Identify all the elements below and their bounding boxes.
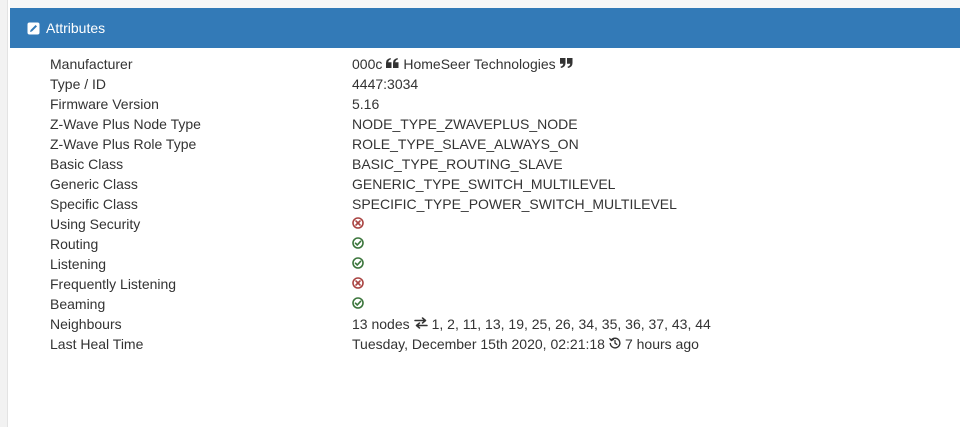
attr-row-specific-class: Specific Class SPECIFIC_TYPE_POWER_SWITC… [10,194,960,214]
panel-title: Attributes [46,20,106,36]
attr-label: Beaming [50,296,106,312]
manufacturer-name: HomeSeer Technologies [403,56,556,72]
panel-heading[interactable]: Attributes [10,8,960,48]
attr-label: Z-Wave Plus Role Type [50,136,197,152]
attributes-list: Manufacturer 000c HomeSeer Technologies [10,48,960,354]
attr-label: Last Heal Time [50,336,144,352]
attr-label: Using Security [50,216,141,232]
attr-label: Listening [50,256,107,272]
attr-label: Type / ID [50,76,107,92]
panel-top-gap [10,0,960,8]
history-icon [609,336,621,352]
attr-row-generic-class: Generic Class GENERIC_TYPE_SWITCH_MULTIL… [10,174,960,194]
attr-value [352,256,364,272]
attr-value: GENERIC_TYPE_SWITCH_MULTILEVEL [352,176,616,192]
attr-row-routing: Routing [10,234,960,254]
attr-label: Basic Class [50,156,124,172]
attr-row-neighbours: Neighbours 13 nodes 1, 2, 11, 13, 19, 25… [10,314,960,334]
attr-row-last-heal-time: Last Heal Time Tuesday, December 15th 20… [10,334,960,354]
attr-value: NODE_TYPE_ZWAVEPLUS_NODE [352,116,578,132]
quote-left-icon [386,56,399,72]
last-heal-ago: 7 hours ago [624,336,699,352]
check-circle-icon [352,236,364,252]
attr-value: 5.16 [352,96,380,112]
neighbour-count: 13 nodes [352,316,410,332]
manufacturer-id: 000c [352,56,383,72]
attr-row-listening: Listening [10,254,960,274]
x-circle-icon [352,276,364,292]
left-scroll-strip [0,0,8,427]
attr-row-basic-class: Basic Class BASIC_TYPE_ROUTING_SLAVE [10,154,960,174]
attr-label: Specific Class [50,196,138,212]
last-heal-date: Tuesday, December 15th 2020, 02:21:18 [352,336,605,352]
attr-row-zwave-plus-node-type: Z-Wave Plus Node Type NODE_TYPE_ZWAVEPLU… [10,114,960,134]
attr-label: Generic Class [50,176,138,192]
attr-value [352,296,364,312]
attr-value: 4447:3034 [352,76,419,92]
attr-label: Firmware Version [50,96,159,112]
exchange-icon [413,316,428,332]
edit-icon [27,22,40,35]
attr-value: BASIC_TYPE_ROUTING_SLAVE [352,156,563,172]
x-circle-icon [352,216,364,232]
check-circle-icon [352,296,364,312]
attr-value [352,216,364,232]
attr-row-firmware-version: Firmware Version 5.16 [10,94,960,114]
attributes-panel: Attributes Manufacturer 000c HomeSeer Te… [10,0,960,427]
check-circle-icon [352,256,364,272]
attr-row-manufacturer: Manufacturer 000c HomeSeer Technologies [10,54,960,74]
attr-value: SPECIFIC_TYPE_POWER_SWITCH_MULTILEVEL [352,196,677,212]
attr-row-using-security: Using Security [10,214,960,234]
attr-value: ROLE_TYPE_SLAVE_ALWAYS_ON [352,136,579,152]
attr-value [352,276,364,292]
attr-value [352,236,364,252]
attr-row-type-id: Type / ID 4447:3034 [10,74,960,94]
attr-label: Manufacturer [50,56,133,72]
attr-label: Frequently Listening [50,276,177,292]
attr-value: 000c HomeSeer Technologies [352,56,573,72]
attr-label: Neighbours [50,316,122,332]
attr-row-beaming: Beaming [10,294,960,314]
attr-label: Routing [50,236,99,252]
attr-row-frequently-listening: Frequently Listening [10,274,960,294]
quote-right-icon [559,56,573,72]
attr-value: Tuesday, December 15th 2020, 02:21:18 7 … [352,336,699,352]
attr-label: Z-Wave Plus Node Type [50,116,201,132]
attr-value: 13 nodes 1, 2, 11, 13, 19, 25, 26, 34, 3… [352,316,711,332]
attr-row-zwave-plus-role-type: Z-Wave Plus Role Type ROLE_TYPE_SLAVE_AL… [10,134,960,154]
neighbour-list: 1, 2, 11, 13, 19, 25, 26, 34, 35, 36, 37… [431,316,711,332]
